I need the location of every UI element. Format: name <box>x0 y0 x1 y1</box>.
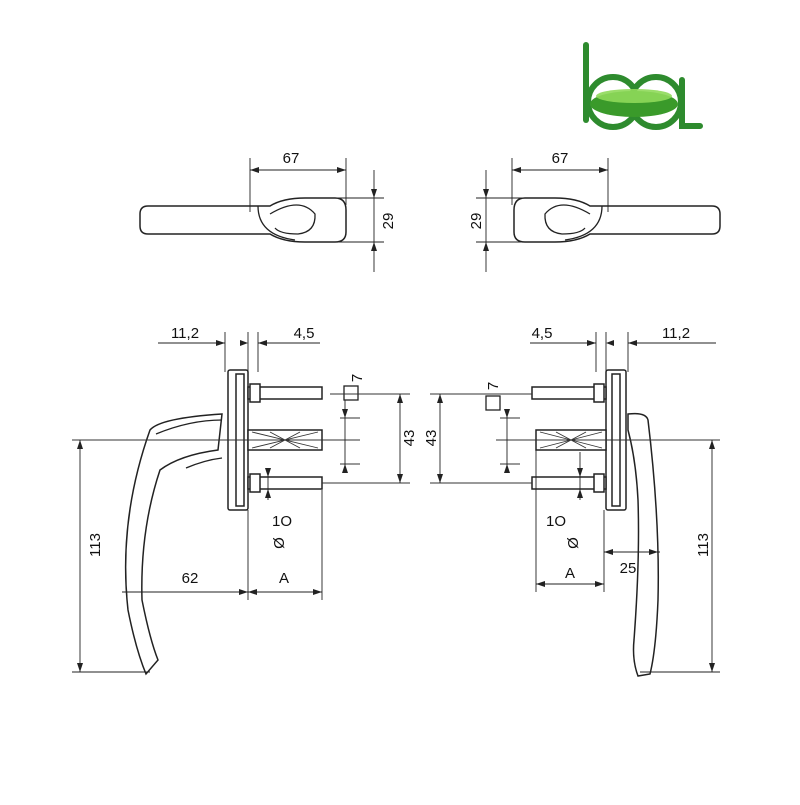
dim-spindle-length-left: A <box>279 570 289 587</box>
logo-l <box>679 77 703 129</box>
brand-logo: bal <box>583 42 703 130</box>
dim-screw-spacing-right: 43 <box>423 430 440 447</box>
dim-screw-spacing-left: 43 <box>401 430 418 447</box>
screw-head <box>593 473 605 493</box>
dim-square-right: 7 <box>485 382 502 390</box>
dim-handle-length-right: 113 <box>695 533 712 557</box>
rose-curve <box>257 205 296 241</box>
dim-top-left-width: 67 <box>283 150 300 167</box>
diameter-symbol-left: Ø <box>271 537 288 549</box>
dim-screw-diameter-left: 1O <box>272 513 292 530</box>
grip-contour <box>269 204 316 235</box>
top-view-left: 67 29 <box>139 150 397 272</box>
screw-head <box>249 473 261 493</box>
side-view-left: 7 11,2 4,5 43 1O Ø 11 <box>72 325 418 676</box>
spindle-section-square <box>485 395 501 411</box>
dim-handle-length-left: 113 <box>87 533 104 557</box>
dim-rose-offset-left: 11,2 <box>171 325 199 342</box>
screw-head <box>249 383 261 403</box>
side-view-right: 7 4,5 11,2 43 1O Ø 11 <box>423 325 720 677</box>
lever-detail <box>185 457 223 469</box>
logo-shine <box>596 89 672 103</box>
screw-top <box>247 386 323 400</box>
dim-plate-thickness-right: 4,5 <box>532 325 553 342</box>
screw-top <box>531 386 607 400</box>
lever-detail <box>155 419 223 435</box>
spindle-section-square <box>343 385 359 401</box>
dim-rose-offset-right: 11,2 <box>662 325 690 342</box>
dim-spindle-length-right: A <box>565 565 575 582</box>
top-view-right: 67 29 <box>468 150 721 272</box>
dim-top-right-height: 29 <box>468 213 485 230</box>
dim-offset-right: 25 <box>620 560 637 577</box>
dim-screw-diameter-right: 1O <box>546 513 566 530</box>
dim-square-left: 7 <box>349 374 366 382</box>
dim-top-right-width: 67 <box>552 150 569 167</box>
dim-top-left-height: 29 <box>380 213 397 230</box>
grip-contour <box>544 204 591 235</box>
lever-body <box>124 413 223 676</box>
diameter-symbol-right: Ø <box>565 537 582 549</box>
dim-plate-thickness-left: 4,5 <box>294 325 315 342</box>
dim-handle-reach-left: 62 <box>182 570 199 587</box>
lever-body <box>627 412 660 677</box>
rose-curve <box>564 205 603 241</box>
screw-head <box>593 383 605 403</box>
